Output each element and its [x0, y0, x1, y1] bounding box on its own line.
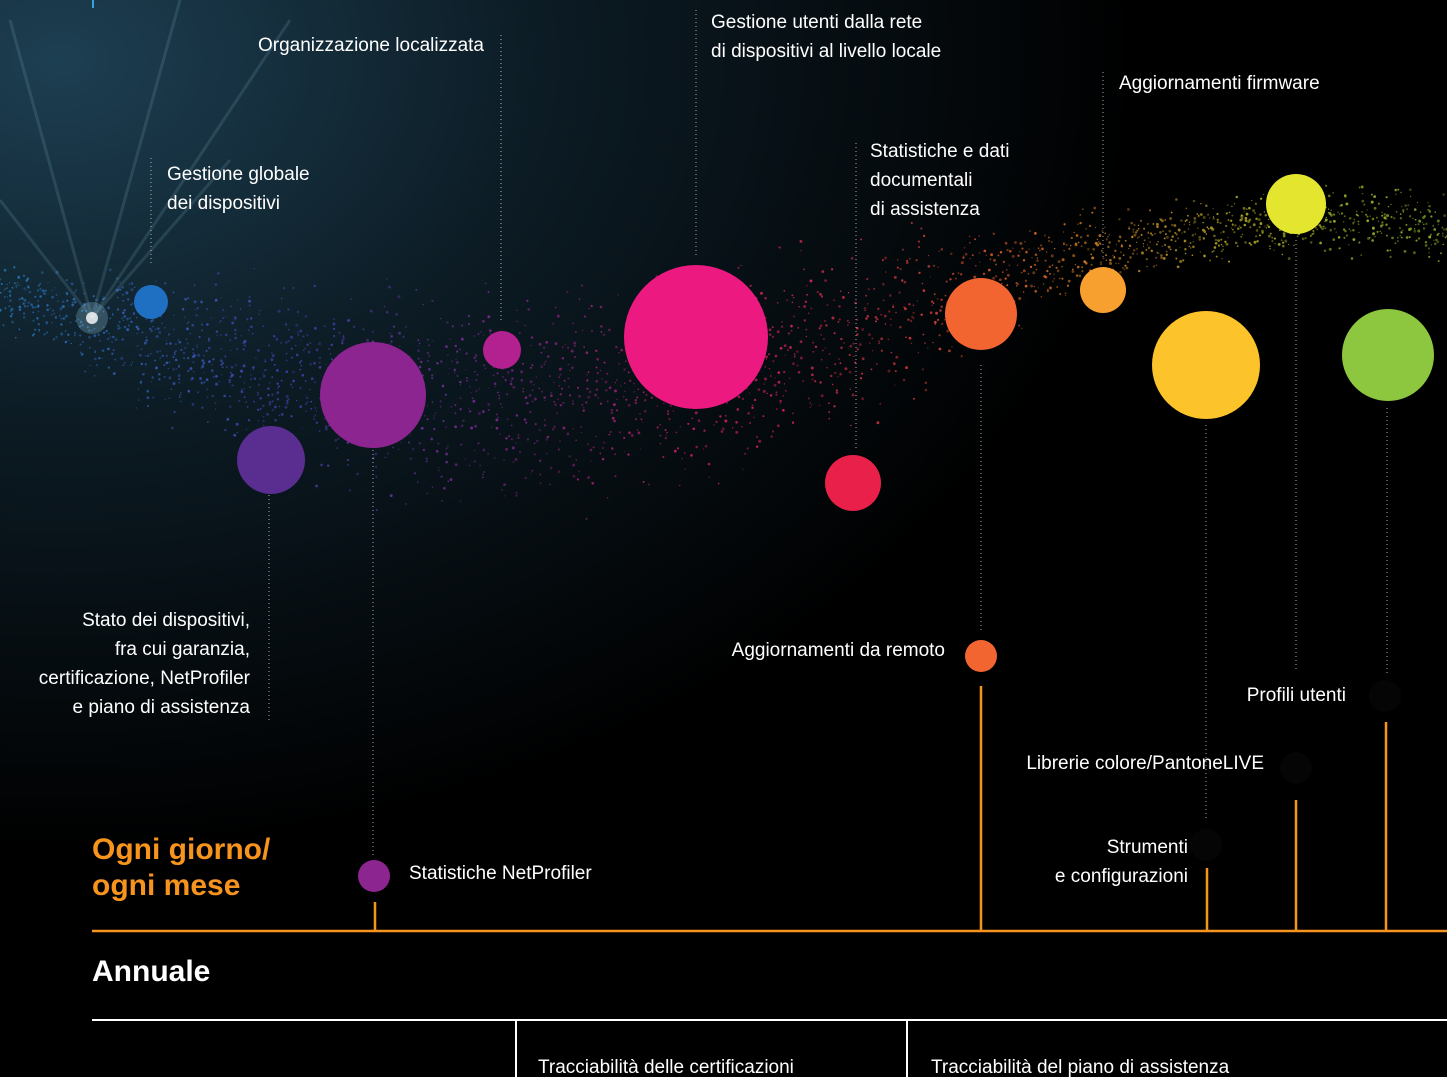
bubble-remote-updates — [945, 278, 1017, 350]
timeline-dots — [358, 640, 1401, 892]
bubble-stats-docs — [825, 455, 881, 511]
label-firmware-updates: Aggiornamenti firmware — [1119, 73, 1320, 94]
label-service-plan-tracking: Tracciabilità del piano di assistenza — [931, 1057, 1230, 1077]
bubble-profiles — [1266, 174, 1326, 234]
label-remote-updates: Aggiornamenti da remoto — [731, 640, 945, 661]
bubble-global — [134, 285, 168, 319]
dotted-connectors — [150, 10, 1388, 855]
dot-profiles — [1369, 680, 1401, 712]
bubble-device-status — [237, 426, 305, 494]
label-localized-organization: Organizzazione localizzata — [257, 35, 484, 56]
top-marker — [92, 0, 94, 8]
dot-tools — [1190, 829, 1222, 861]
origin-light — [86, 312, 98, 324]
label-color-libraries: Librerie colore/PantoneLIVE — [1026, 753, 1264, 774]
dot-remote-updates — [965, 640, 997, 672]
orange-stems — [373, 686, 1388, 931]
bubble-localized — [483, 331, 521, 369]
label-netprofiler-stats: Statistiche NetProfiler — [409, 863, 592, 884]
bubble-color-libraries — [1342, 309, 1434, 401]
section-annual: Annuale — [92, 955, 211, 988]
label-user-profiles: Profili utenti — [1246, 685, 1346, 706]
dot-netprofiler — [358, 860, 390, 892]
label-tools-configurations: Strumenti e configurazioni — [1054, 837, 1188, 887]
light-rays — [0, 0, 292, 319]
label-global-management: Gestione globale dei dispositivi — [167, 164, 310, 214]
label-certification-tracking: Tracciabilità delle certificazioni — [538, 1057, 794, 1077]
bubbles — [134, 174, 1434, 511]
dot-color-libraries — [1280, 752, 1312, 784]
bubble-tools — [1152, 311, 1260, 419]
bubble-users-network — [624, 265, 768, 409]
label-users-network: Gestione utenti dalla rete di dispositiv… — [711, 12, 942, 62]
label-stats-docs: Statistiche e dati documentali di assist… — [870, 141, 1010, 220]
label-device-status: Stato dei dispositivi, fra cui garanzia,… — [38, 610, 250, 718]
section-daily-monthly: Ogni giorno/ ogni mese — [92, 833, 271, 902]
bubble-netprofiler — [320, 342, 426, 448]
bubble-firmware — [1080, 267, 1126, 313]
